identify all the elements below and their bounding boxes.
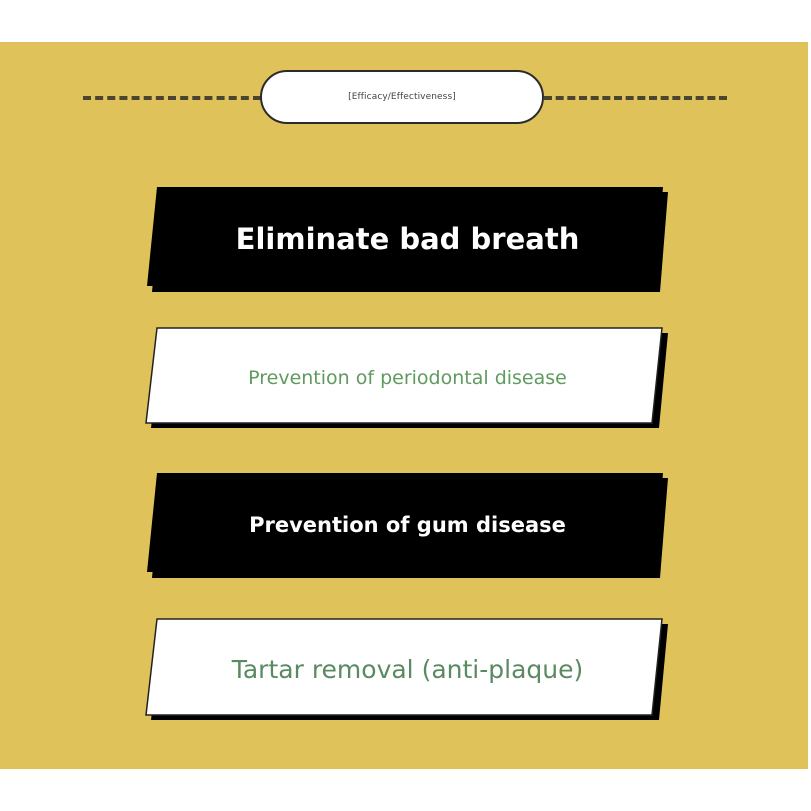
card-gum-disease: Prevention of gum disease (145, 472, 670, 578)
card-tartar-removal: Tartar removal (anti-plaque) (145, 618, 670, 720)
card-shape (147, 473, 668, 578)
card-face (147, 473, 663, 572)
dashed-divider-right (544, 96, 727, 100)
card-face (147, 187, 663, 286)
card-label: Eliminate bad breath (235, 222, 580, 256)
card-eliminate-bad-breath: Eliminate bad breath (145, 186, 670, 292)
card-shape (145, 618, 668, 720)
card-label: Tartar removal (anti-plaque) (231, 654, 584, 684)
category-label: [Efficacy/Effectiveness] (348, 92, 456, 102)
card-periodontal-disease: Prevention of periodontal disease (145, 327, 670, 428)
card-face (145, 327, 663, 424)
dashed-divider-left (83, 96, 261, 100)
card-shape (145, 327, 668, 428)
card-shape (147, 187, 668, 292)
card-label: Prevention of gum disease (249, 513, 566, 537)
card-face (145, 618, 663, 716)
card-label: Prevention of periodontal disease (248, 366, 567, 389)
category-pill: [Efficacy/Effectiveness] (260, 70, 544, 124)
